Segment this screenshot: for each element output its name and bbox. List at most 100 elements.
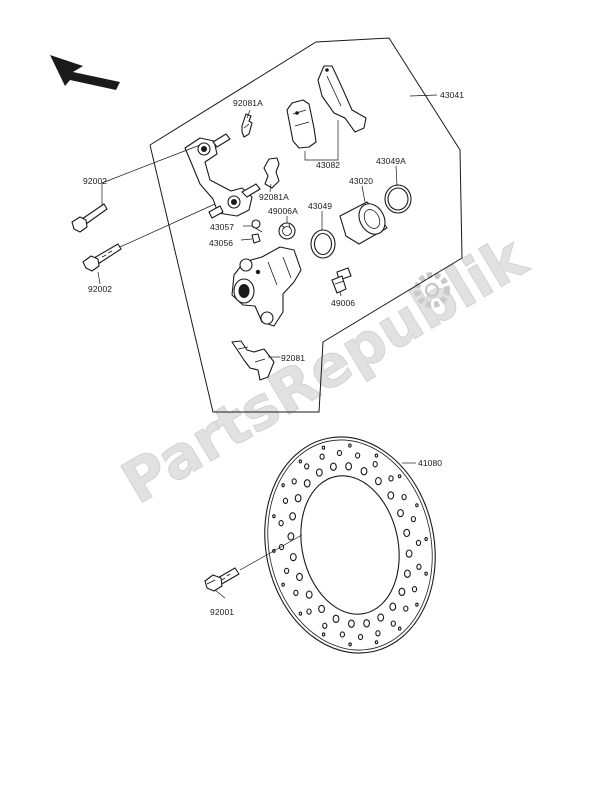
disc-hole [329, 462, 337, 471]
disc-hole [377, 613, 385, 622]
disc-hole [281, 483, 285, 488]
disc-hole [287, 532, 295, 541]
disc-hole [298, 611, 303, 616]
disc-hole [283, 567, 290, 575]
part-label: 92002 [83, 176, 107, 186]
disc-hole [291, 478, 297, 485]
disc-hole [281, 582, 285, 587]
disc-hole [388, 475, 394, 482]
disc-hole [397, 508, 404, 518]
disc-hole [294, 494, 302, 503]
disc-hole [336, 449, 343, 457]
disc-hole [278, 520, 284, 527]
disc-hole [416, 563, 422, 570]
disc-hole [374, 476, 382, 486]
disc-hole [321, 632, 326, 637]
disc-hole [303, 479, 311, 488]
disc-hole [374, 640, 379, 645]
caliper-assembly-frame [149, 37, 463, 413]
disc-hole [298, 459, 303, 464]
disc-hole [289, 512, 297, 521]
part-label: 92081A [233, 98, 263, 108]
disc-hole [348, 642, 352, 647]
disc-hole [321, 445, 326, 450]
disc-hole [348, 443, 352, 448]
part-label: 43041 [440, 90, 464, 100]
disc-hole [345, 462, 353, 471]
part-label: 92002 [88, 284, 112, 294]
part-label: 43049 [308, 201, 332, 211]
piston-seal [310, 229, 336, 259]
disc-hole [319, 453, 325, 460]
part-label: 41080 [418, 458, 442, 468]
part-labels: 43041 92081A 43082 43049A 92002 92081A 4… [83, 90, 464, 617]
brake-pad [317, 65, 367, 133]
pad-spring [263, 157, 280, 189]
part-label: 49006 [331, 298, 355, 308]
disc-hole [397, 626, 402, 631]
disc-bolt [204, 567, 240, 592]
disc-hole [322, 622, 328, 629]
disc-hole [389, 602, 397, 611]
disc-hole [305, 590, 313, 599]
disc-hole [318, 604, 326, 614]
disc-hole [282, 497, 289, 504]
disc-hole [374, 453, 379, 458]
disc-outline [300, 475, 400, 615]
disc-hole [357, 633, 364, 641]
part-label: 43020 [349, 176, 373, 186]
disc-hole [411, 586, 418, 593]
disc-hole [424, 571, 428, 576]
part-label: 43049A [376, 156, 406, 166]
disc-hole [363, 619, 371, 628]
disc-hole [315, 468, 323, 477]
disc-hole [401, 493, 407, 501]
disc-hole [354, 452, 361, 459]
caliper-body [231, 246, 302, 327]
leader-lines [97, 94, 438, 599]
dust-seal [384, 184, 412, 214]
disc-hole [375, 630, 381, 637]
part-label: 92001 [210, 607, 234, 617]
disc-hole [372, 461, 378, 468]
pad-spring [241, 113, 253, 138]
disc-hole [403, 528, 411, 538]
disc-hole [360, 467, 368, 476]
brake-disc [264, 436, 436, 654]
disc-hole [410, 515, 417, 523]
disc-hole [390, 620, 396, 627]
caliper-pin [331, 267, 352, 294]
bleed-cap [251, 219, 263, 233]
disc-hole [424, 537, 428, 542]
pad-retainer-plate [231, 340, 275, 381]
disc-hole [405, 549, 413, 558]
disc-hole [296, 572, 303, 582]
bolt [82, 243, 122, 272]
part-label: 92081A [259, 192, 289, 202]
direction-arrow-icon [50, 55, 120, 90]
disc-hole [403, 569, 411, 578]
bleed-valve [251, 233, 261, 244]
part-label: 43057 [210, 222, 234, 232]
disc-hole [387, 491, 395, 500]
bolt [71, 203, 108, 233]
disc-outline [267, 439, 433, 651]
part-label: 49006A [268, 206, 298, 216]
disc-hole [332, 614, 340, 623]
disc-hole [415, 539, 422, 547]
brake-pad [286, 99, 317, 149]
disc-hole [272, 514, 276, 519]
disc-hole [293, 589, 299, 597]
disc-hole [403, 605, 409, 612]
disc-hole [398, 587, 406, 596]
disc-hole [289, 552, 297, 562]
disc-hole [339, 631, 346, 638]
disc-hole [397, 474, 402, 479]
disc-hole [415, 503, 419, 508]
disc-hole [306, 608, 312, 615]
part-label: 92081 [281, 353, 305, 363]
part-label: 43082 [316, 160, 340, 170]
piston [339, 201, 388, 245]
disc-hole [347, 619, 355, 628]
